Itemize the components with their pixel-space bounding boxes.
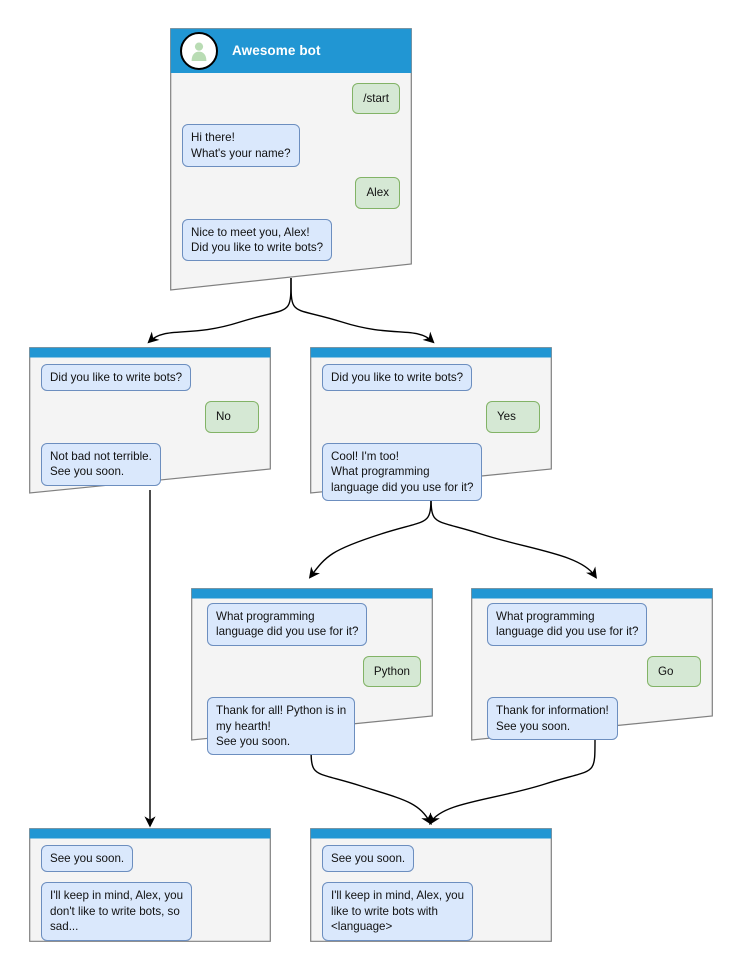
card-header-bar <box>471 588 713 598</box>
card-end-sad[interactable]: See you soon. I'll keep in mind, Alex, y… <box>29 828 271 942</box>
person-avatar-icon <box>180 31 218 70</box>
message-row: Did you like to write bots? <box>41 364 259 392</box>
card-start[interactable]: Awesome bot /start Hi there! What's your… <box>170 28 412 293</box>
message-row: I'll keep in mind, Alex, you like to wri… <box>322 882 540 941</box>
bot-message-bubble[interactable]: What programming language did you use fo… <box>207 603 368 646</box>
bot-message-bubble[interactable]: Hi there! What's your name? <box>182 124 300 168</box>
bot-message-bubble[interactable]: See you soon. <box>41 845 134 873</box>
user-message-bubble[interactable]: Yes <box>486 401 540 433</box>
card-answer-yes[interactable]: Did you like to write bots? Yes Cool! I'… <box>310 347 552 502</box>
bot-message-bubble[interactable]: Nice to meet you, Alex! Did you like to … <box>182 218 333 262</box>
user-message-bubble[interactable]: /start <box>352 83 400 115</box>
chat-body-answer-yes: Did you like to write bots? Yes Cool! I'… <box>310 357 552 519</box>
bot-message-bubble[interactable]: Thank for all! Python is in my hearth! S… <box>207 697 356 756</box>
message-row: Yes <box>322 401 540 433</box>
bot-message-bubble[interactable]: See you soon. <box>322 845 415 873</box>
message-row: What programming language did you use fo… <box>487 603 701 646</box>
card-lang-go[interactable]: What programming language did you use fo… <box>471 588 713 744</box>
bot-message-bubble[interactable]: What programming language did you use fo… <box>487 603 648 646</box>
card-answer-no[interactable]: Did you like to write bots? No Not bad n… <box>29 347 271 497</box>
message-row: Not bad not terrible. See you soon. <box>41 442 259 486</box>
card-header-bar <box>191 588 433 598</box>
card-header-start: Awesome bot <box>170 28 412 73</box>
message-row: No <box>41 401 259 433</box>
user-message-bubble[interactable]: No <box>205 401 259 433</box>
message-row: Thank for all! Python is in my hearth! S… <box>207 697 421 756</box>
message-row: Nice to meet you, Alex! Did you like to … <box>182 218 400 262</box>
chat-body-answer-no: Did you like to write bots? No Not bad n… <box>29 357 271 504</box>
user-message-bubble[interactable]: Go <box>647 655 701 688</box>
message-row: Hi there! What's your name? <box>182 124 400 168</box>
message-row: Did you like to write bots? <box>322 364 540 392</box>
message-row: Python <box>207 655 421 688</box>
user-message-bubble[interactable]: Python <box>362 655 421 688</box>
message-row: See you soon. <box>322 845 540 873</box>
message-row: Alex <box>182 177 400 209</box>
chat-body-lang-python: What programming language did you use fo… <box>191 598 433 773</box>
user-message-bubble[interactable]: Alex <box>355 177 400 209</box>
chat-body-end-happy: See you soon. I'll keep in mind, Alex, y… <box>310 838 552 959</box>
message-row: Thank for information! See you soon. <box>487 697 701 741</box>
bot-message-bubble[interactable]: I'll keep in mind, Alex, you like to wri… <box>322 882 474 941</box>
bot-message-bubble[interactable]: Did you like to write bots? <box>41 364 192 392</box>
card-header-bar <box>310 347 552 357</box>
message-row: Cool! I'm too! What programming language… <box>322 442 540 502</box>
chat-body-start: /start Hi there! What's your name? Alex … <box>170 73 412 279</box>
message-row: I'll keep in mind, Alex, you don't like … <box>41 882 259 941</box>
bot-name-label: Awesome bot <box>232 43 321 58</box>
card-end-happy[interactable]: See you soon. I'll keep in mind, Alex, y… <box>310 828 552 942</box>
message-row: Go <box>487 655 701 688</box>
message-row: /start <box>182 83 400 115</box>
chat-body-end-sad: See you soon. I'll keep in mind, Alex, y… <box>29 838 271 959</box>
message-row: See you soon. <box>41 845 259 873</box>
card-header-bar <box>29 347 271 357</box>
bot-message-bubble[interactable]: Cool! I'm too! What programming language… <box>322 442 483 502</box>
bot-message-bubble[interactable]: Not bad not terrible. See you soon. <box>41 442 161 486</box>
message-row: What programming language did you use fo… <box>207 603 421 646</box>
card-header-bar <box>29 828 271 838</box>
bot-message-bubble[interactable]: Thank for information! See you soon. <box>487 697 618 741</box>
bot-message-bubble[interactable]: I'll keep in mind, Alex, you don't like … <box>41 882 193 941</box>
chat-body-lang-go: What programming language did you use fo… <box>471 598 713 758</box>
bot-message-bubble[interactable]: Did you like to write bots? <box>322 364 473 392</box>
card-lang-python[interactable]: What programming language did you use fo… <box>191 588 433 756</box>
card-header-bar <box>310 828 552 838</box>
